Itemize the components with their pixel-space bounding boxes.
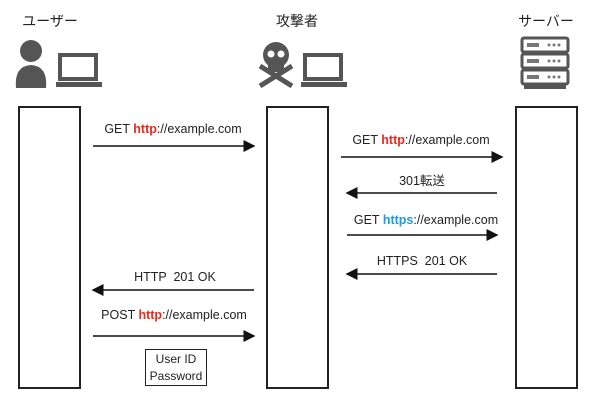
message-label-3: 301転送 bbox=[399, 174, 445, 188]
message-label-4: GET https://example.com bbox=[353, 213, 499, 227]
actor-user-label: ユーザー bbox=[22, 13, 78, 29]
actor-server-label: サーバー bbox=[518, 13, 574, 29]
message-label-5: HTTPS 201 OK bbox=[376, 254, 468, 268]
skull-crossbones-icon bbox=[258, 42, 294, 88]
server-icon bbox=[520, 36, 570, 89]
message-label-2: GET http://example.com bbox=[352, 133, 490, 147]
actor-attacker-label: 攻撃者 bbox=[276, 13, 318, 29]
credentials-password: Password bbox=[149, 369, 203, 383]
lifeline-user bbox=[18, 106, 81, 389]
lifeline-server bbox=[515, 106, 578, 389]
laptop-icon bbox=[56, 53, 102, 87]
lifeline-attacker bbox=[266, 106, 329, 389]
person-icon bbox=[15, 40, 47, 88]
message-label-1: GET http://example.com bbox=[104, 122, 242, 136]
message-label-6: HTTP 201 OK bbox=[134, 270, 216, 284]
laptop-icon bbox=[301, 53, 347, 87]
message-label-7: POST http://example.com bbox=[101, 308, 247, 322]
credentials-box: User ID Password bbox=[145, 349, 207, 386]
credentials-user-id: User ID bbox=[155, 352, 197, 366]
